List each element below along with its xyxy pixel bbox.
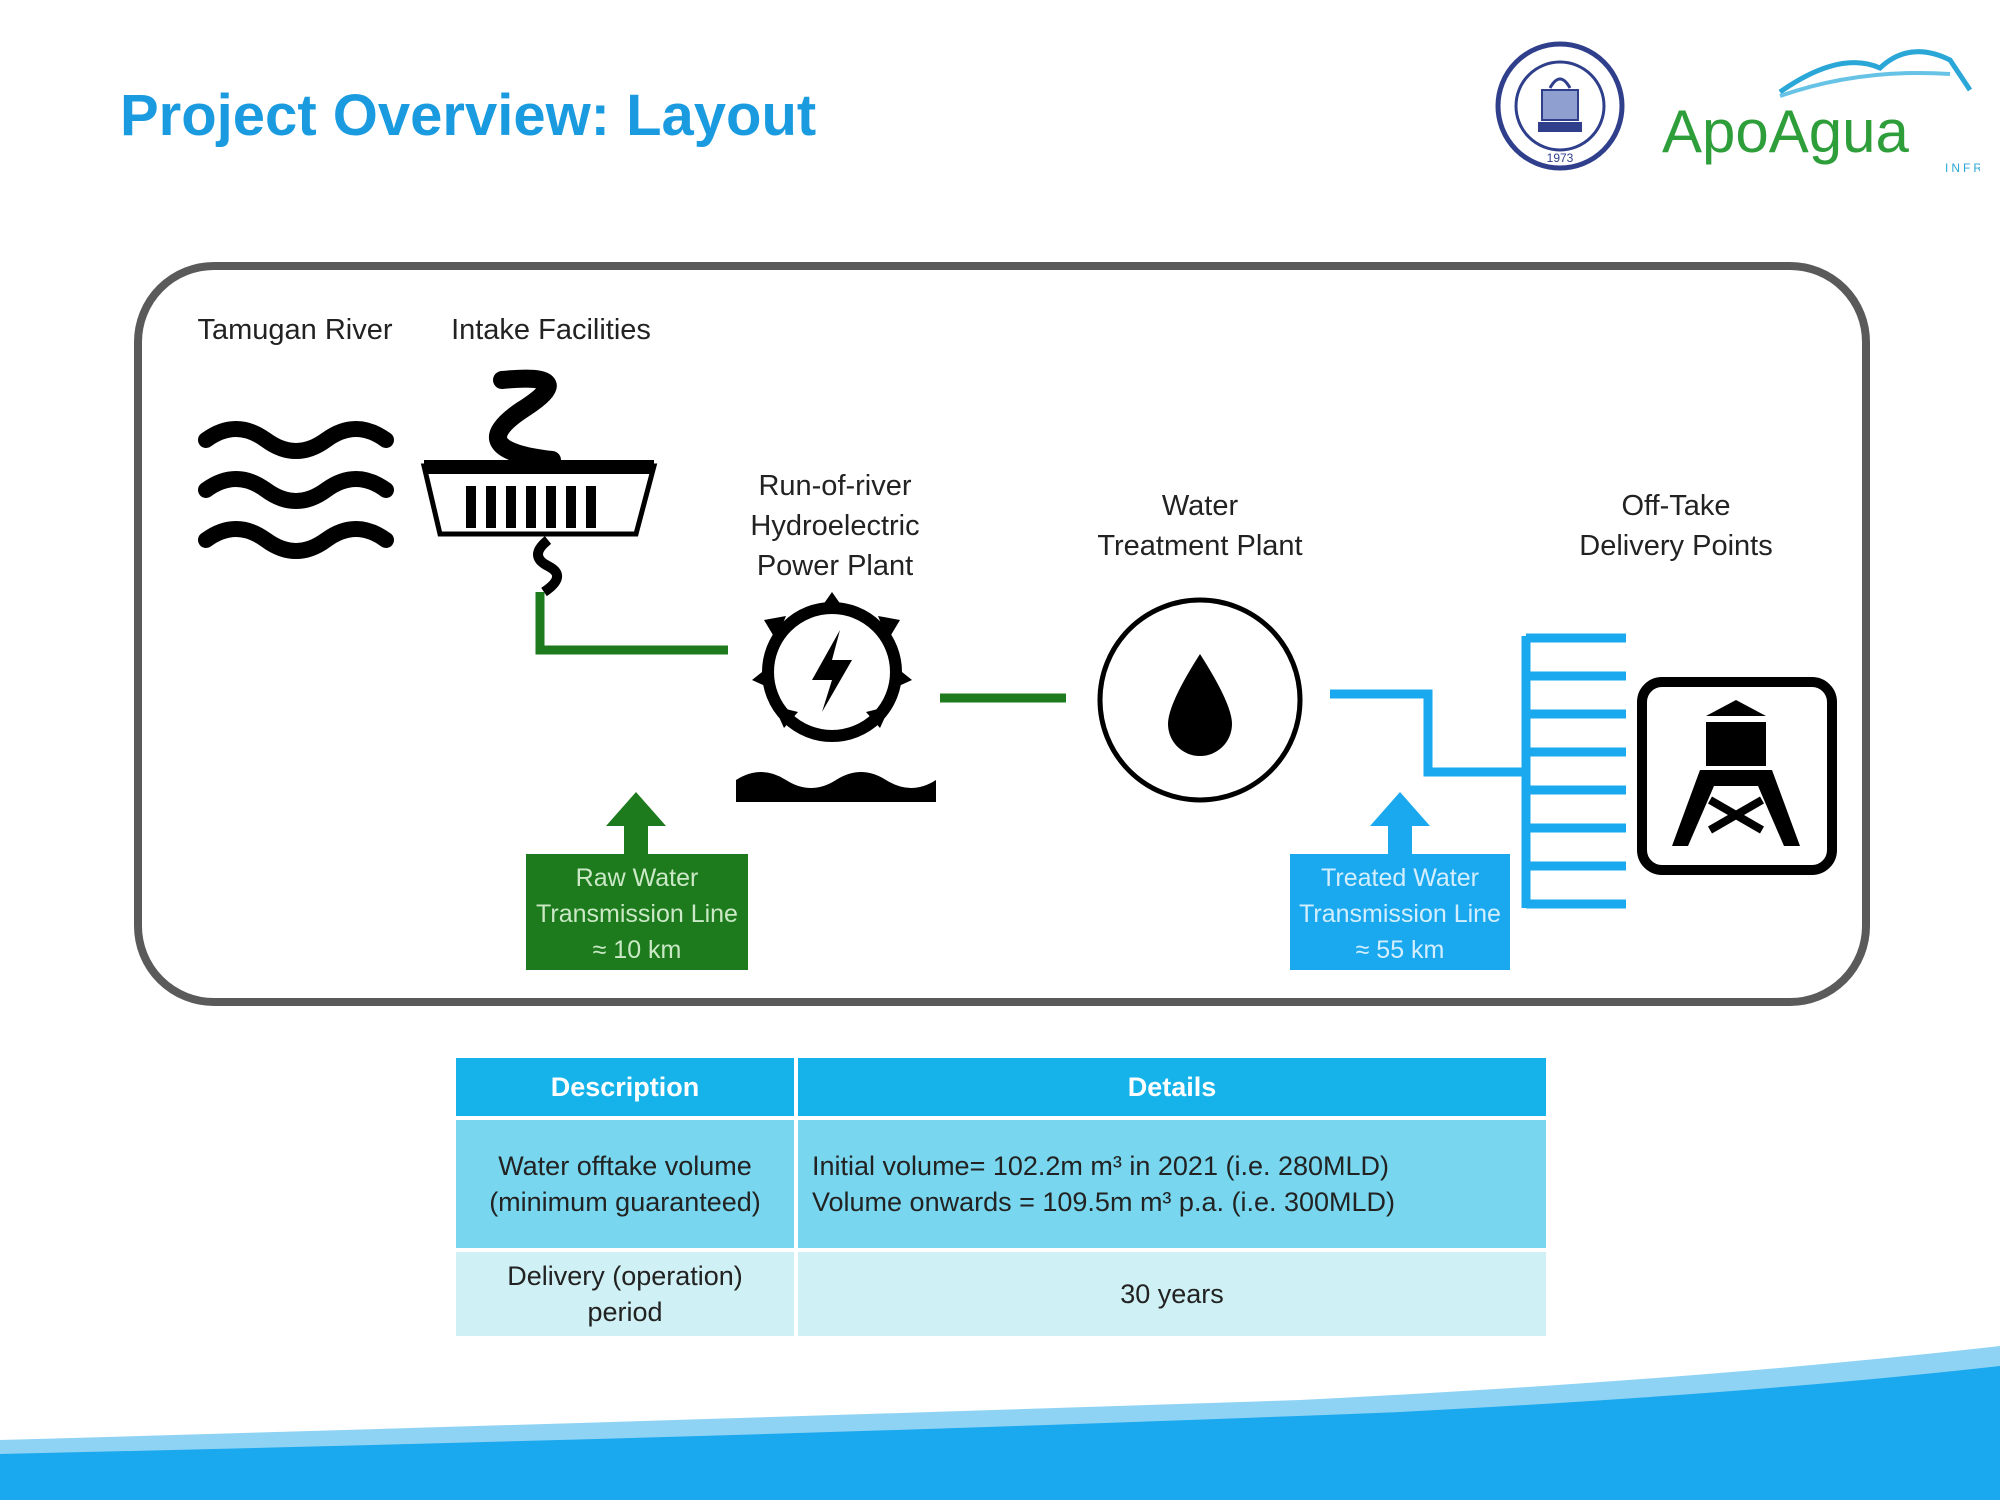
district-seal-year: 1973: [1547, 151, 1574, 165]
diagram-frame: [134, 262, 1870, 1006]
header-description: Description: [456, 1058, 794, 1116]
water-tower-icon: [1637, 677, 1837, 875]
mountain-icon: [1778, 49, 1973, 95]
header-details: Details: [798, 1058, 1546, 1116]
treated-water-line-box: Treated Water Transmission Line ≈ 55 km: [1290, 854, 1510, 970]
raw-water-pipe: [535, 592, 1066, 703]
raw-water-arrow: [606, 792, 666, 856]
treatment-plant-icon: [1097, 597, 1303, 803]
page-title: Project Overview: Layout: [120, 83, 817, 148]
brand-logo-text: ApoAgua: [1662, 98, 1910, 165]
intake-facility-icon: [420, 369, 658, 597]
table-row: Delivery (operation) period 30 years: [456, 1252, 1546, 1336]
river-label: Tamugan River: [197, 314, 393, 346]
treatment-label: Water Treatment Plant: [1097, 490, 1303, 562]
row-details: Initial volume= 102.2m m³ in 2021 (i.e. …: [798, 1120, 1546, 1248]
intake-label: Intake Facilities: [451, 314, 651, 346]
row-description: Water offtake volume (minimum guaranteed…: [456, 1120, 794, 1248]
project-details-table: Description Details Water offtake volume…: [452, 1054, 1550, 1340]
table-header-row: Description Details: [456, 1058, 1546, 1116]
raw-water-line-box: Raw Water Transmission Line ≈ 10 km: [526, 854, 748, 970]
offtake-label: Off-Take Delivery Points: [1579, 490, 1773, 562]
hydro-plant-icon: [736, 592, 936, 802]
lightning-icon: [812, 630, 852, 712]
hydro-label: Run-of-river Hydroelectric Power Plant: [750, 470, 920, 582]
logo-area: 1973 ApoAgua INFRA: [1495, 41, 1980, 175]
brand-logo-sub: INFRA: [1945, 161, 1980, 175]
table-row: Water offtake volume (minimum guaranteed…: [456, 1120, 1546, 1248]
row-description: Delivery (operation) period: [456, 1252, 794, 1336]
river-waves-icon: [198, 421, 394, 559]
treated-water-pipe: [1330, 633, 1626, 909]
water-drop-icon: [1168, 654, 1232, 756]
district-seal-logo: [1495, 41, 1625, 171]
row-details: 30 years: [798, 1252, 1546, 1336]
treated-water-arrow: [1370, 792, 1430, 856]
